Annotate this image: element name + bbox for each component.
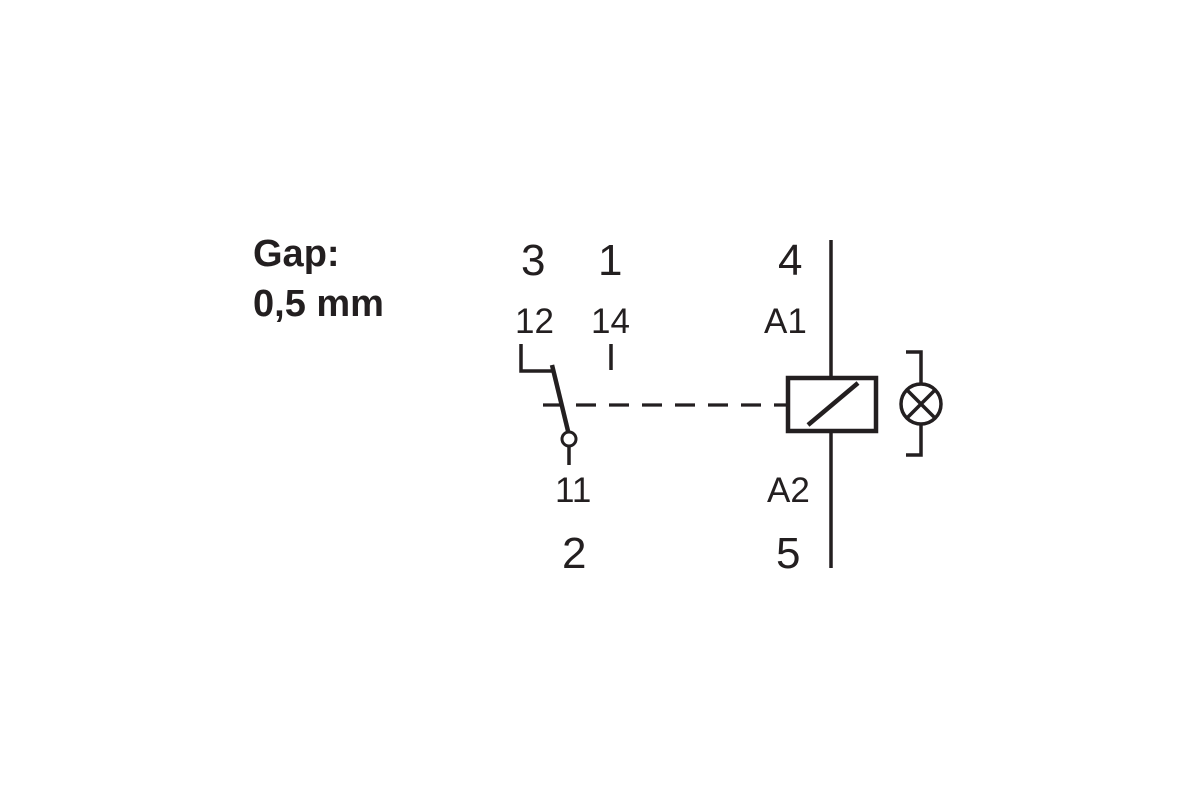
coil-diagonal bbox=[806, 381, 860, 427]
contact-label-11: 11 bbox=[555, 471, 591, 510]
contact-label-12: 12 bbox=[515, 302, 554, 341]
gap-value: 0,5 mm bbox=[253, 283, 384, 325]
gap-label: Gap: bbox=[253, 233, 340, 275]
switch-blade bbox=[549, 364, 571, 432]
lamp-bracket-bottom bbox=[906, 425, 923, 457]
terminal-1: 1 bbox=[598, 236, 622, 285]
coil-label-a2: A2 bbox=[767, 471, 810, 510]
terminal-5: 5 bbox=[776, 529, 800, 578]
terminal-4: 4 bbox=[778, 236, 802, 285]
nc-contact-bracket bbox=[519, 344, 553, 373]
contact-label-14: 14 bbox=[591, 302, 630, 341]
terminal-2: 2 bbox=[562, 529, 586, 578]
lamp-cross-b bbox=[905, 388, 937, 420]
lamp-bracket-top bbox=[906, 350, 923, 384]
coil-label-a1: A1 bbox=[764, 302, 807, 341]
terminal-3: 3 bbox=[521, 236, 545, 285]
switch-pivot bbox=[560, 430, 578, 448]
